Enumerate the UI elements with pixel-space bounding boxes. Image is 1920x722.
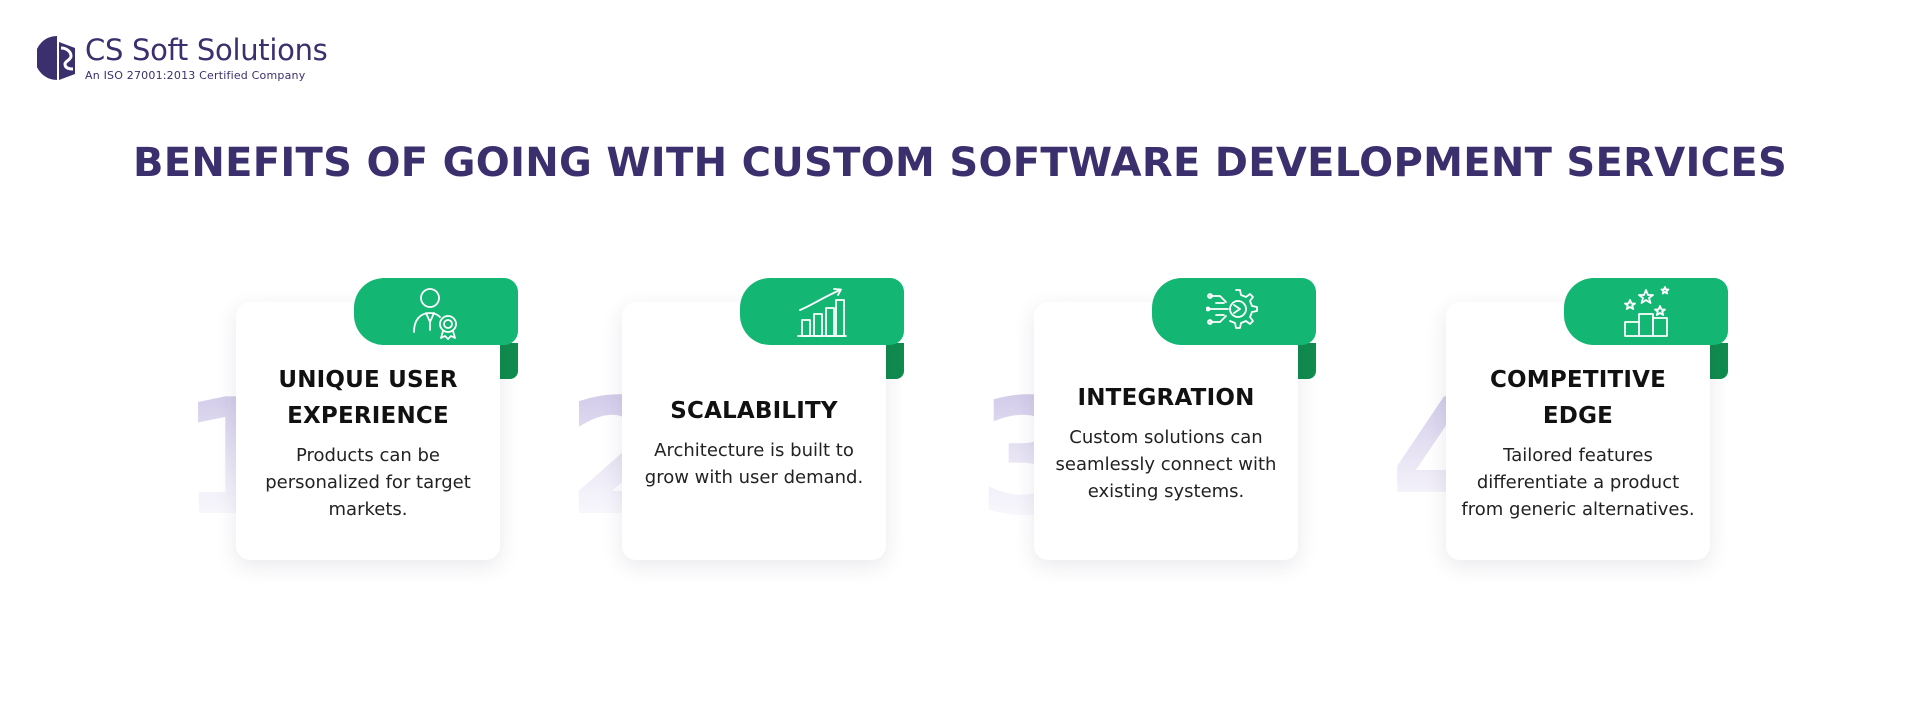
benefit-description: Tailored features differentiate a produc… bbox=[1461, 444, 1695, 520]
benefit-card-unique-user-experience: 1 UNIQUE USER EXPERIENCE Products can be… bbox=[180, 278, 518, 564]
benefit-card: COMPETITIVE EDGE Tailored features diffe… bbox=[1446, 302, 1710, 560]
benefit-description: Architecture is built to grow with user … bbox=[644, 440, 864, 488]
benefit-icon-tab bbox=[740, 278, 904, 345]
tab-fold bbox=[1710, 343, 1728, 379]
benefit-card: INTEGRATION Custom solutions can seamles… bbox=[1034, 302, 1298, 560]
benefit-icon-tab bbox=[1564, 278, 1728, 345]
benefit-card-competitive-edge: 4 COMPETITIVE EDGE Tailored features dif… bbox=[1390, 278, 1728, 564]
tab-fold bbox=[886, 343, 904, 379]
benefit-description: Custom solutions can seamlessly connect … bbox=[1055, 426, 1277, 502]
logo-name: CS Soft Solutions bbox=[85, 32, 328, 67]
benefit-icon-tab bbox=[354, 278, 518, 345]
circuit-gear-icon bbox=[1206, 288, 1258, 329]
benefit-description: Products can be personalized for target … bbox=[265, 444, 471, 520]
company-logo[interactable]: CS Soft Solutions An ISO 27001:2013 Cert… bbox=[37, 32, 328, 82]
benefit-card-scalability: 2 SCALABILITY Architecture is built to g… bbox=[566, 278, 904, 564]
benefit-card: SCALABILITY Architecture is built to gro… bbox=[622, 302, 886, 560]
podium-stars-icon bbox=[1624, 285, 1670, 337]
benefit-title: UNIQUE USER EXPERIENCE bbox=[278, 366, 458, 429]
user-award-icon bbox=[413, 287, 457, 340]
benefit-icon-tab bbox=[1152, 278, 1316, 345]
benefit-title: COMPETITIVE EDGE bbox=[1489, 366, 1667, 429]
page-title: BENEFITS OF GOING WITH CUSTOM SOFTWARE D… bbox=[132, 140, 1788, 186]
logo-text: CS Soft Solutions An ISO 27001:2013 Cert… bbox=[85, 32, 328, 82]
benefit-card: UNIQUE USER EXPERIENCE Products can be p… bbox=[236, 302, 500, 560]
tab-fold bbox=[1298, 343, 1316, 379]
growth-chart-icon bbox=[797, 287, 847, 337]
benefit-title: SCALABILITY bbox=[670, 398, 838, 424]
logo-tagline: An ISO 27001:2013 Certified Company bbox=[85, 68, 306, 82]
tab-fold bbox=[500, 343, 518, 379]
logo-mark-icon bbox=[37, 36, 75, 80]
benefit-card-integration: 3 INTEGRATION Custom solutions can seaml… bbox=[978, 278, 1316, 564]
benefit-title: INTEGRATION bbox=[1077, 384, 1255, 411]
